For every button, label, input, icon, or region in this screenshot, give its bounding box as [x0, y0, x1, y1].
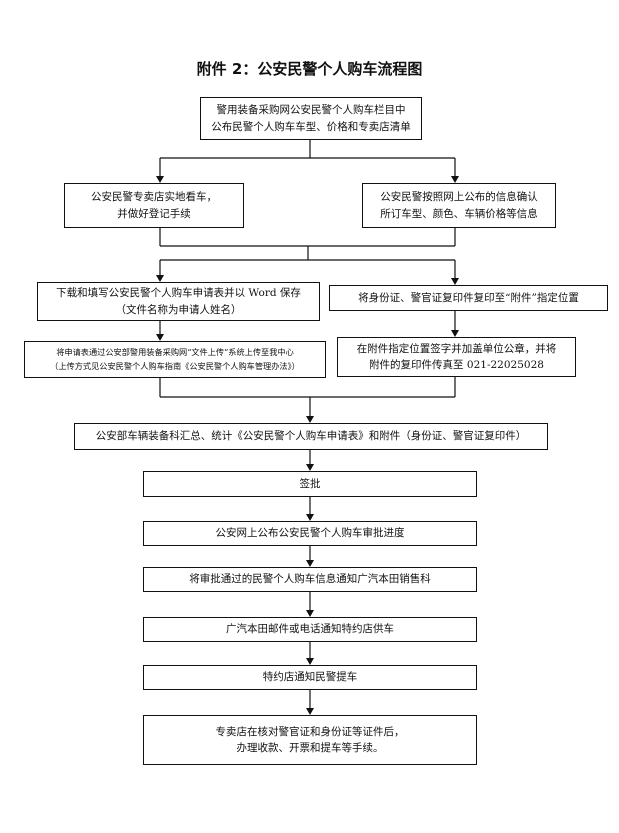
arrow-to-n14 — [306, 708, 314, 715]
arrow-to-n7 — [451, 330, 459, 337]
step-complete-purchase: 专卖店在核对警官证和身份证等证件后， 办理收款、开票和提车等手续。 — [143, 715, 477, 765]
step-view-car-at-store: 公安民警专卖店实地看车， 并做好登记手续 — [64, 183, 244, 228]
step-notify-pickup-line1: 特约店通知民警提车 — [262, 671, 358, 684]
step-upload-application: 将申请表通过公安部警用装备采购网“文件上传”系统上传至我中心 （上传方式见公安民… — [24, 341, 326, 378]
arrow-to-n10 — [306, 514, 314, 521]
step-notify-sales-dept: 将审批通过的民警个人购车信息通知广汽本田销售科 — [143, 567, 477, 592]
step-view-car-at-store-line2: 并做好登记手续 — [117, 207, 191, 220]
arrow-to-n5 — [451, 278, 459, 285]
arrow-to-n9 — [306, 464, 314, 471]
step-notify-pickup: 特约店通知民警提车 — [143, 665, 477, 690]
step-complete-purchase-line1: 专卖店在核对警官证和身份证等证件后， — [215, 725, 405, 738]
arrow-to-n4 — [156, 275, 164, 282]
step-notify-sales-dept-line1: 将审批通过的民警个人购车信息通知广汽本田销售科 — [189, 573, 431, 586]
step-publish-car-list-line2: 公布民警个人购车车型、价格和专卖店清单 — [211, 120, 411, 133]
step-copy-id-documents: 将身份证、警官证复印件复印至“附件”指定位置 — [329, 285, 608, 311]
step-upload-application-line2: （上传方式见公安民警个人购车指南《公安民警个人购车管理办法》） — [50, 360, 300, 371]
arrow-to-n3 — [451, 176, 459, 183]
step-publish-car-list-line1: 警用装备采购网公安民警个人购车栏目中 — [216, 104, 406, 117]
step-publish-approval-progress-line1: 公安网上公布公安民警个人购车审批进度 — [215, 527, 405, 540]
arrow-to-n6 — [156, 334, 164, 341]
step-publish-car-list: 警用装备采购网公安民警个人购车栏目中 公布民警个人购车车型、价格和专卖店清单 — [200, 97, 422, 140]
arrow-to-n2 — [156, 176, 164, 183]
step-collect-and-count-line1: 公安部车辆装备科汇总、统计《公安民警个人购车申请表》和附件（身份证、警官证复印件… — [95, 430, 527, 443]
step-sign-and-fax-line2: 附件的复印件传真至 021-22025028 — [369, 359, 544, 371]
step-fill-application-form: 下载和填写公安民警个人购车申请表并以 Word 保存 （文件名称为申请人姓名） — [37, 282, 320, 321]
arrow-to-n11 — [306, 560, 314, 567]
step-sign-and-fax: 在附件指定位置签字并加盖单位公章，并将 附件的复印件传真至 021-220250… — [337, 337, 576, 377]
step-notify-dealer-supply-line1: 广汽本田邮件或电话通知特约店供车 — [226, 623, 394, 636]
step-fill-application-form-line2: （文件名称为申请人姓名） — [115, 303, 242, 316]
step-publish-approval-progress: 公安网上公布公安民警个人购车审批进度 — [143, 521, 477, 546]
step-complete-purchase-line2: 办理收款、开票和提车等手续。 — [236, 742, 384, 754]
arrow-to-n13 — [306, 658, 314, 665]
step-notify-dealer-supply: 广汽本田邮件或电话通知特约店供车 — [143, 617, 477, 642]
step-collect-and-count: 公安部车辆装备科汇总、统计《公安民警个人购车申请表》和附件（身份证、警官证复印件… — [74, 423, 548, 450]
step-approve-line1: 签批 — [299, 477, 321, 490]
step-approve: 签批 — [143, 471, 477, 497]
step-confirm-car-info: 公安民警按照网上公布的信息确认 所订车型、颜色、车辆价格等信息 — [362, 183, 556, 228]
step-upload-application-line1: 将申请表通过公安部警用装备采购网“文件上传”系统上传至我中心 — [56, 346, 294, 357]
arrow-to-n12 — [306, 610, 314, 617]
step-sign-and-fax-line1: 在附件指定位置签字并加盖单位公章，并将 — [356, 342, 557, 355]
step-confirm-car-info-line2: 所订车型、颜色、车辆价格等信息 — [380, 207, 538, 220]
diagram-title: 附件 2：公安民警个人购车流程图 — [196, 60, 423, 78]
step-fill-application-form-line1: 下载和填写公安民警个人购车申请表并以 Word 保存 — [56, 287, 301, 300]
step-copy-id-documents-line1: 将身份证、警官证复印件复印至“附件”指定位置 — [358, 291, 579, 304]
step-view-car-at-store-line1: 公安民警专卖店实地看车， — [91, 191, 217, 204]
step-confirm-car-info-line1: 公安民警按照网上公布的信息确认 — [380, 191, 538, 204]
arrow-to-n8 — [306, 416, 314, 423]
